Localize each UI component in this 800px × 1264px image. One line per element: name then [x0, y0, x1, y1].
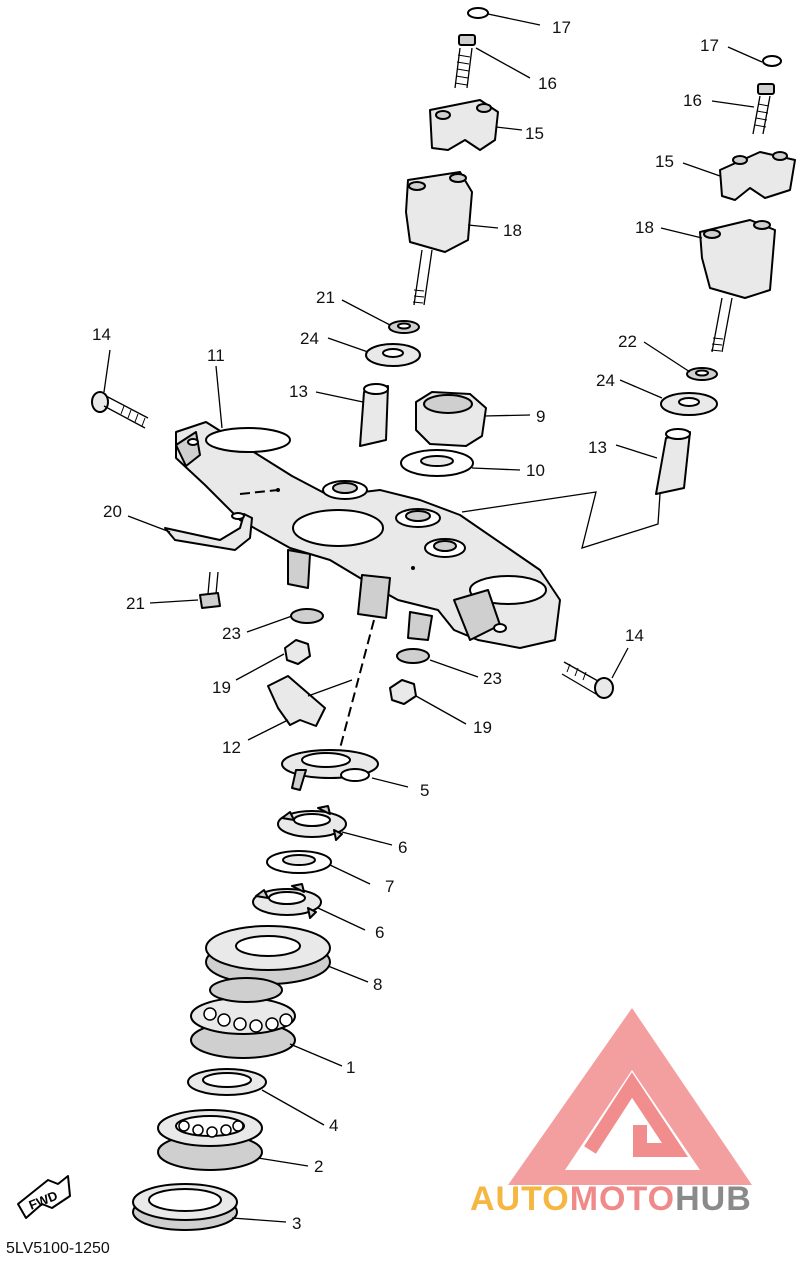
- seal-3: [132, 1183, 238, 1231]
- nut-19-right: [389, 679, 417, 705]
- label-22: 22: [618, 332, 637, 351]
- leader-lines: [103, 13, 763, 1223]
- fwd-label: FWD: [27, 1188, 60, 1213]
- steering-nut: [415, 391, 487, 447]
- watermark-logo: [508, 1008, 752, 1185]
- label-18-right: 18: [635, 218, 654, 237]
- label-23-left: 23: [222, 624, 241, 643]
- label-15-left: 15: [525, 124, 544, 143]
- right-handlebar-assembly: [655, 55, 796, 495]
- fwd-arrow-icon: FWD: [17, 1175, 71, 1219]
- watermark-text: AUTOMOTOHUB: [470, 1180, 752, 1218]
- label-24-right: 24: [596, 371, 615, 390]
- label-21-bottom: 21: [126, 594, 145, 613]
- label-6-bottom: 6: [375, 923, 384, 942]
- label-14-right: 14: [625, 626, 644, 645]
- label-5: 5: [420, 781, 429, 800]
- bracket-20: [164, 512, 253, 551]
- under-bracket: [281, 749, 379, 791]
- label-3: 3: [292, 1214, 301, 1233]
- label-8: 8: [373, 975, 382, 994]
- ring-nut-6-top: [277, 805, 347, 841]
- label-1: 1: [346, 1058, 355, 1077]
- seal-8: [205, 925, 331, 985]
- washer-4: [187, 1068, 267, 1096]
- washer-23-left: [290, 608, 324, 624]
- label-19-left: 19: [212, 678, 231, 697]
- label-16-right: 16: [683, 91, 702, 110]
- label-10: 10: [526, 461, 545, 480]
- label-24-left: 24: [300, 329, 319, 348]
- label-21-top: 21: [316, 288, 335, 307]
- label-2: 2: [314, 1157, 323, 1176]
- label-18-left: 18: [503, 221, 522, 240]
- label-11: 11: [207, 346, 225, 365]
- watermark-text-hub: HUB: [675, 1180, 752, 1218]
- label-12: 12: [222, 738, 241, 757]
- label-9: 9: [536, 407, 545, 426]
- upper-bracket: [175, 421, 561, 649]
- watermark-text-auto: AUTO: [470, 1180, 570, 1218]
- ring-nut-6-bottom: [252, 883, 322, 919]
- label-13-left: 13: [289, 382, 308, 401]
- part-labels: 17 16 15 18 17 16 15 18 21 24 22 24 14 1…: [92, 18, 719, 1233]
- watermark-text-moto: MOTO: [570, 1180, 675, 1218]
- label-17-left: 17: [552, 18, 571, 37]
- label-4: 4: [329, 1116, 338, 1135]
- label-6-top: 6: [398, 838, 407, 857]
- steering-axis-line: [337, 619, 375, 757]
- plate-12: [267, 675, 326, 727]
- label-14-left: 14: [92, 325, 111, 344]
- label-15-right: 15: [655, 152, 674, 171]
- washer-7: [266, 850, 332, 874]
- label-13-right: 13: [588, 438, 607, 457]
- bearing-2: [157, 1109, 263, 1171]
- nut-19-left: [284, 639, 311, 665]
- bolt-14-left: [91, 391, 149, 429]
- washer-23-right: [396, 648, 430, 664]
- label-23-right: 23: [483, 669, 502, 688]
- bearing-1: [190, 977, 296, 1059]
- washer-10: [400, 449, 474, 477]
- bolt-14-right: [561, 661, 614, 699]
- diagram-code: 5LV5100-1250: [6, 1240, 110, 1257]
- label-20: 20: [103, 502, 122, 521]
- left-handlebar-assembly: [359, 7, 499, 447]
- label-17-right: 17: [700, 36, 719, 55]
- bolt-21: [199, 571, 221, 609]
- label-16-left: 16: [538, 74, 557, 93]
- label-19-right: 19: [473, 718, 492, 737]
- label-7: 7: [385, 877, 394, 896]
